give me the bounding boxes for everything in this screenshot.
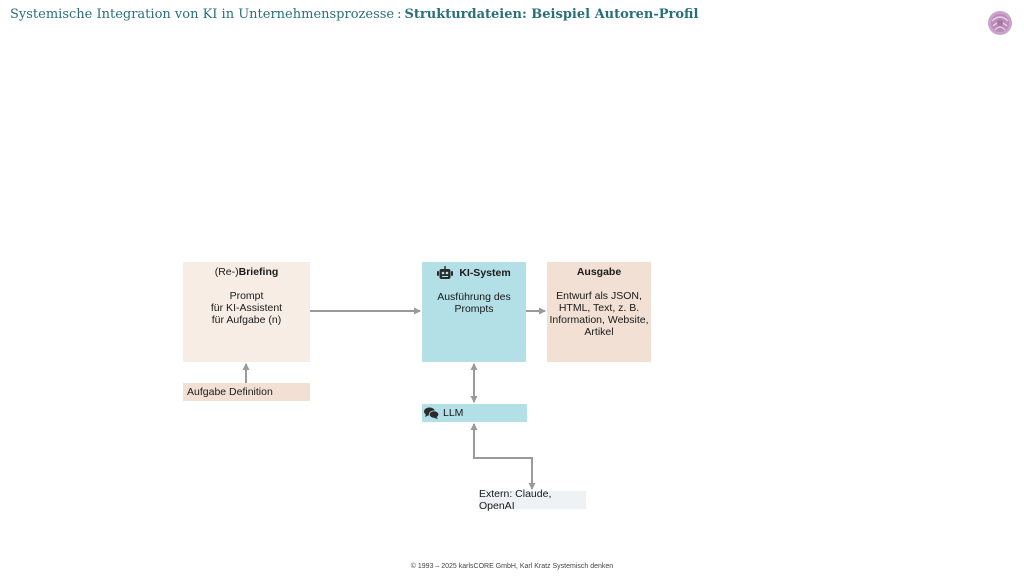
briefing-line: für KI-Assistent bbox=[210, 302, 283, 314]
ausgabe-title: Ausgabe bbox=[547, 266, 651, 278]
footer-copyright: © 1993 – 2025 karlsCORE GmbH, Karl Kratz… bbox=[410, 563, 614, 570]
arrow-llm-extern bbox=[470, 423, 536, 490]
briefing-line: Prompt bbox=[229, 290, 264, 302]
ausgabe-line: Information, Website, bbox=[549, 314, 649, 326]
briefing-line: für Aufgabe (n) bbox=[211, 314, 282, 326]
page-title-main: Systemische Integration von KI in Untern… bbox=[10, 7, 395, 22]
ki-system-line: Ausführung des bbox=[437, 291, 511, 303]
ausgabe-line: Entwurf als JSON, bbox=[556, 290, 642, 302]
title-separator: : bbox=[397, 7, 402, 22]
extern-box: Extern: Claude, OpenAI bbox=[479, 488, 586, 512]
briefing-box: (Re-)Briefing Prompt für KI-Assistent fü… bbox=[183, 262, 310, 362]
ausgabe-line: Artikel bbox=[584, 326, 614, 338]
rose-logo-icon bbox=[988, 11, 1012, 35]
ki-system-title-text: KI-System bbox=[459, 266, 511, 279]
page-subtitle: Strukturdateien: Beispiel Autoren-Profil bbox=[404, 7, 699, 22]
ausgabe-line: HTML, Text, z. B. bbox=[558, 302, 640, 314]
briefing-title-bold: Briefing bbox=[238, 266, 279, 278]
ki-system-box: KI-System Ausführung des Prompts bbox=[422, 262, 526, 362]
ki-system-line: Prompts bbox=[454, 303, 494, 315]
chat-bubbles-icon bbox=[424, 407, 439, 419]
briefing-title-prefix: (Re-) bbox=[214, 266, 239, 278]
llm-box: LLM bbox=[422, 404, 527, 422]
robot-icon bbox=[437, 266, 454, 279]
briefing-title: (Re-)Briefing bbox=[183, 266, 310, 278]
aufgabe-definition-box: Aufgabe Definition bbox=[183, 383, 310, 401]
ausgabe-box: Ausgabe Entwurf als JSON, HTML, Text, z.… bbox=[547, 262, 651, 362]
ki-system-title: KI-System bbox=[422, 266, 526, 279]
ausgabe-title-text: Ausgabe bbox=[576, 266, 622, 278]
llm-label: LLM bbox=[443, 407, 464, 419]
aufgabe-definition-label: Aufgabe Definition bbox=[187, 386, 273, 398]
extern-label: Extern: Claude, OpenAI bbox=[479, 488, 552, 512]
page-title: Systemische Integration von KI in Untern… bbox=[10, 7, 698, 22]
